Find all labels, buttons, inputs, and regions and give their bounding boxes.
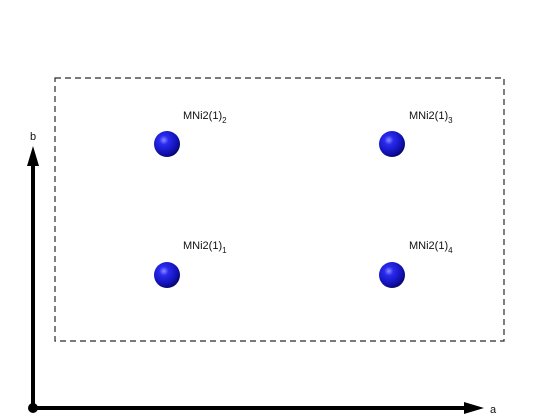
a-axis: a [33,402,497,416]
atom-sphere [154,131,180,157]
b-axis: b [27,131,39,408]
atom-sphere [154,262,180,288]
atom-label: MNi2(1)4 [409,240,453,255]
atom-label: MNi2(1)1 [183,240,227,255]
atom-label-index: 1 [222,246,227,255]
atom-label-index: 4 [448,246,453,255]
atom-sphere [379,131,405,157]
atom-mni2-1-1: MNi2(1)1 [154,240,227,288]
atom-label-name: MNi2(1) [409,110,448,122]
atom-label-index: 3 [448,116,453,125]
a-axis-arrowhead [464,402,484,414]
origin-point [28,403,38,413]
a-axis-label: a [490,404,497,416]
atom-mni2-1-2: MNi2(1)2 [154,110,227,157]
atom-mni2-1-4: MNi2(1)4 [379,240,453,288]
atom-label-name: MNi2(1) [183,240,222,252]
atom-label-name: MNi2(1) [409,240,448,252]
atom-sphere [379,262,405,288]
unit-cell-outline [54,77,505,342]
atom-label: MNi2(1)3 [409,110,453,125]
b-axis-label: b [30,131,36,143]
atom-label-index: 2 [222,116,227,125]
atom-label-name: MNi2(1) [183,110,222,122]
atom-mni2-1-3: MNi2(1)3 [379,110,453,157]
b-axis-arrowhead [27,146,39,166]
atom-label: MNi2(1)2 [183,110,227,125]
